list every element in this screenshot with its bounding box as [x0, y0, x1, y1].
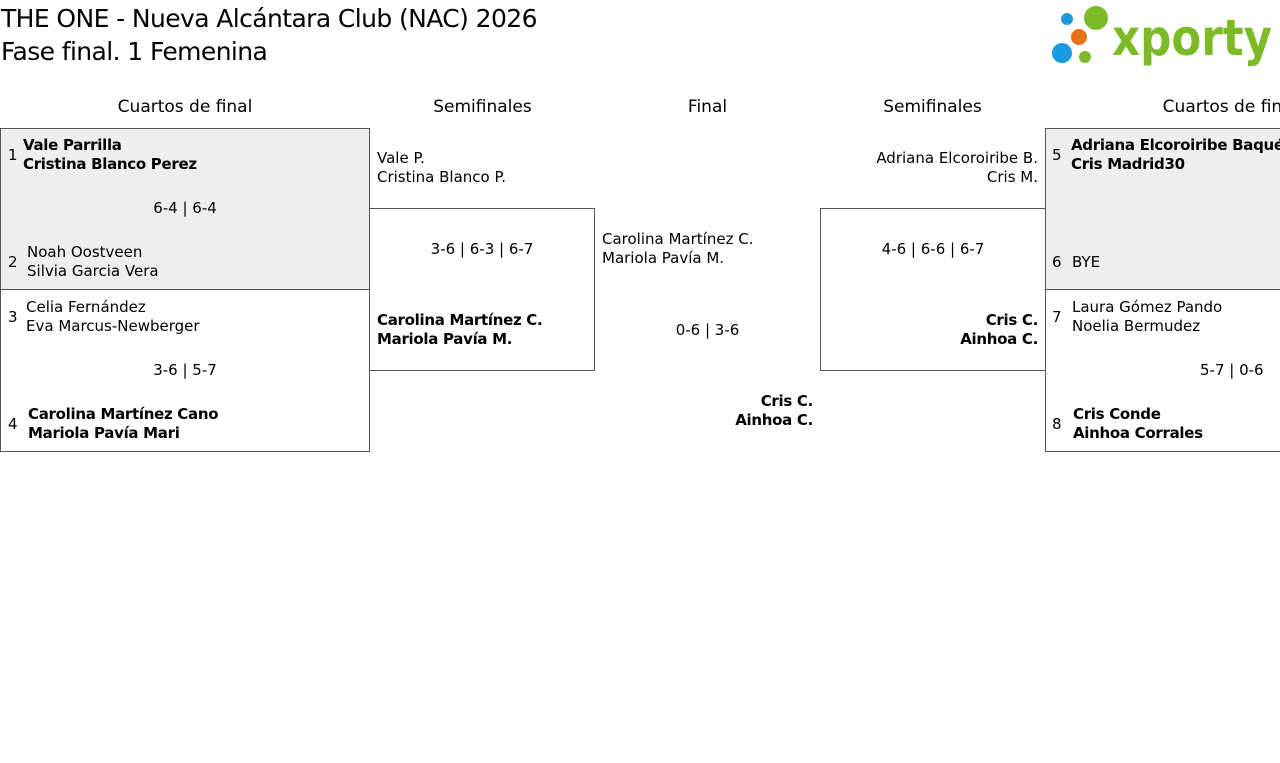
seed-number: 6	[1052, 253, 1062, 271]
left-sf-match[interactable]: 3-6 | 6-3 | 6-7 Carolina Martínez C. Mar…	[369, 208, 595, 371]
player-name: Cristina Blanco Perez	[23, 155, 197, 173]
player-name: Carolina Martínez Cano	[28, 405, 219, 423]
player-name: Cris C.	[985, 311, 1039, 329]
player-name: Silvia Garcia Vera	[27, 262, 159, 280]
match-score: 3-6 | 6-3 | 6-7	[430, 240, 534, 258]
player-name: Noelia Bermudez	[1072, 317, 1201, 335]
match-score: 3-6 | 5-7	[153, 361, 217, 379]
xporty-logo[interactable]: xporty	[1052, 4, 1276, 66]
champion-name: Ainhoa C.	[735, 411, 813, 429]
player-name: Vale Parrilla	[23, 136, 122, 154]
right-sf-match[interactable]: 4-6 | 6-6 | 6-7 Cris C. Ainhoa C.	[820, 208, 1046, 371]
player-name: Cris Madrid30	[1071, 155, 1185, 173]
column-header-right-quarterfinals: Cuartos de final	[1162, 97, 1280, 117]
player-name: Cris Conde	[1073, 405, 1161, 423]
player-name: Noah Oostveen	[27, 243, 143, 261]
seed-number: 8	[1052, 415, 1062, 433]
column-header-left-semifinals: Semifinales	[433, 97, 532, 117]
player-name: Adriana Elcoroiribe B.	[876, 149, 1038, 167]
logo-dot-green-large	[1084, 6, 1108, 30]
right-qf-match-1[interactable]: 5 Adriana Elcoroiribe Baqué Cris Madrid3…	[1045, 128, 1280, 290]
match-score: 6-4 | 6-4	[153, 199, 217, 217]
logo-dot-blue-large	[1052, 43, 1072, 63]
column-header-final: Final	[687, 97, 728, 117]
player-name: Ainhoa Corrales	[1073, 424, 1203, 442]
logo-wordmark: xporty	[1112, 9, 1272, 66]
player-name: Celia Fernández	[26, 298, 146, 316]
column-header-left-quarterfinals: Cuartos de final	[117, 97, 253, 117]
seed-number: 2	[8, 253, 18, 271]
player-name: Ainhoa C.	[960, 330, 1038, 348]
tournament-title: THE ONE - Nueva Alcántara Club (NAC) 202…	[1, 4, 537, 33]
seed-number: 3	[8, 308, 18, 326]
logo-dot-blue	[1061, 13, 1073, 25]
right-qf-match-2[interactable]: 7 Laura Gómez Pando Noelia Bermudez 5-7 …	[1045, 289, 1280, 452]
player-name: Mariola Pavía M.	[377, 330, 513, 348]
match-score: 4-6 | 6-6 | 6-7	[881, 240, 985, 258]
left-qf-match-1[interactable]: 1 Vale Parrilla Cristina Blanco Perez 6-…	[0, 128, 370, 290]
player-name: Mariola Pavía Mari	[28, 424, 180, 442]
column-header-right-semifinals: Semifinales	[883, 97, 982, 117]
player-name: Vale P.	[377, 149, 425, 167]
player-name: Cris M.	[986, 168, 1038, 186]
seed-number: 1	[8, 146, 18, 164]
player-name: Cristina Blanco P.	[377, 168, 506, 186]
match-score: 5-7 | 0-6	[1200, 361, 1264, 379]
player-name: Carolina Martínez C.	[377, 311, 543, 329]
seed-number: 4	[8, 415, 18, 433]
logo-dot-orange	[1071, 29, 1087, 45]
champion-name: Cris C.	[760, 392, 814, 410]
seed-number: 7	[1052, 308, 1062, 326]
player-name: Adriana Elcoroiribe Baqué	[1071, 136, 1280, 154]
final-score: 0-6 | 3-6	[675, 321, 740, 339]
left-qf-match-2[interactable]: 3 Celia Fernández Eva Marcus-Newberger 3…	[0, 289, 370, 452]
draw-subtitle: Fase final. 1 Femenina	[1, 37, 268, 66]
logo-dot-green	[1079, 51, 1091, 63]
player-name: Laura Gómez Pando	[1072, 298, 1223, 316]
seed-number: 5	[1052, 146, 1062, 164]
player-name: Carolina Martínez C.	[602, 230, 754, 248]
player-name: Eva Marcus-Newberger	[26, 317, 200, 335]
player-name: Mariola Pavía M.	[602, 249, 725, 267]
bye-label: BYE	[1072, 253, 1101, 271]
